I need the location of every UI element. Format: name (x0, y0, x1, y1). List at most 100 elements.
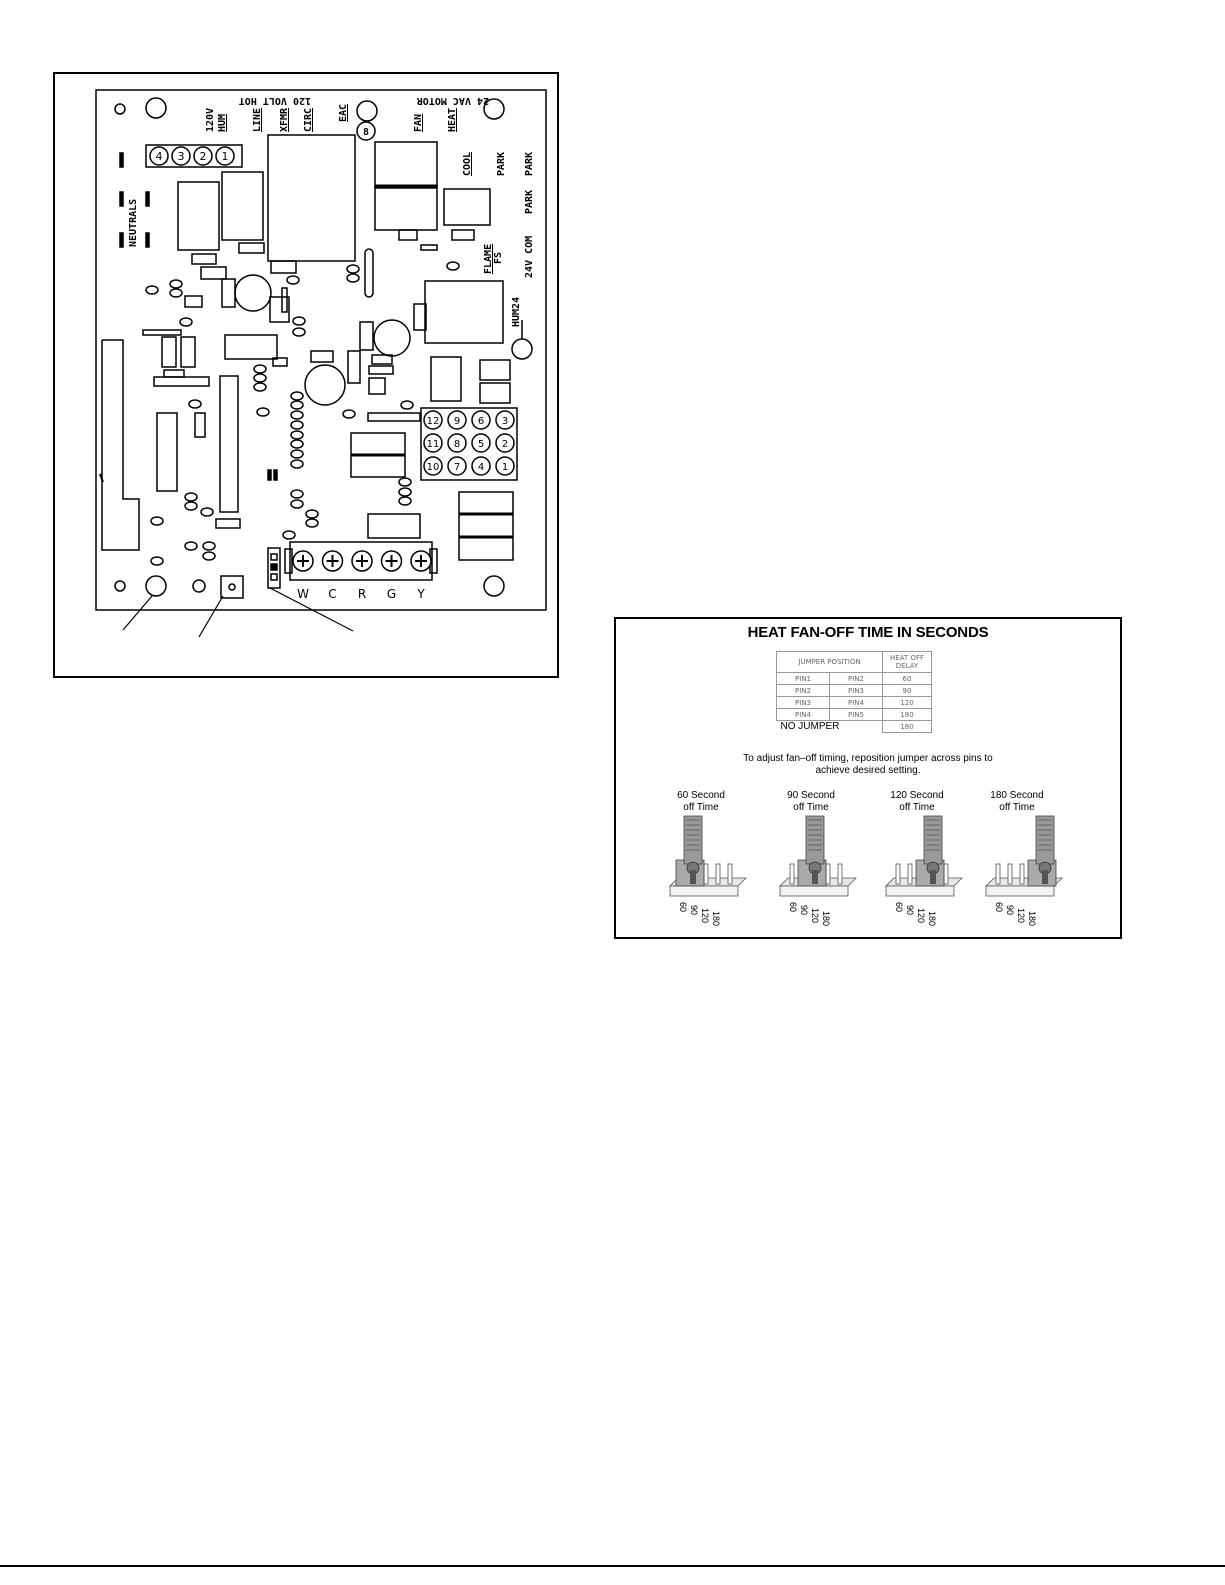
header-pin (789, 863, 795, 885)
plug-pin-number: 3 (178, 150, 185, 163)
plug-pin-number: 4 (478, 462, 484, 473)
jumper-instructions: To adjust fan–off timing, reposition jum… (616, 753, 1120, 777)
mounting-hole (483, 575, 505, 597)
instructions-line-2: achieve desired setting. (815, 765, 921, 776)
mounting-hole (114, 103, 126, 115)
plug-pin (447, 410, 467, 430)
transformer (267, 134, 356, 262)
terminal-screws (292, 550, 432, 572)
jumper-header (267, 547, 281, 589)
plug-pin (495, 456, 515, 476)
instructions-line-1: To adjust fan–off timing, reposition jum… (743, 753, 993, 764)
plug-pin (423, 433, 443, 453)
option-label-line-1: 60 Second (677, 790, 725, 801)
header-heat-off-delay: HEAT OFF DELAY (882, 651, 932, 673)
thermostat-terminal-letter: Y (416, 587, 425, 601)
option-label-line-2: off Time (683, 802, 719, 813)
relay (374, 185, 438, 231)
table-cell: PIN1 (776, 672, 830, 685)
table-header-row: JUMPER POSITION HEAT OFF DELAY (776, 651, 932, 673)
table-cell: 120 (882, 696, 932, 709)
option-label-line-1: 120 Second (890, 790, 944, 801)
table-row: PIN2 PIN3 90 (776, 684, 932, 697)
header-pin (907, 863, 913, 885)
header-pin (727, 863, 733, 885)
mounting-hole (356, 100, 378, 122)
heat-fan-off-panel: HEAT FAN-OFF TIME IN SECONDS JUMPER POSI… (614, 617, 1122, 939)
panel-title: HEAT FAN-OFF TIME IN SECONDS (747, 624, 989, 641)
option-label-line-1: 90 Second (787, 790, 835, 801)
label-line: LINE (252, 108, 263, 132)
thermostat-terminal-block (289, 541, 433, 581)
label-fs: FS (493, 252, 504, 264)
plug-pin-number: 1 (222, 150, 229, 163)
label-neutrals: NEUTRALS (128, 199, 139, 247)
table-cell: PIN5 (829, 708, 883, 721)
plug-pin (171, 146, 191, 166)
plug-pin (471, 410, 491, 430)
plug-pin-number: 10 (427, 462, 440, 473)
plug-pin-number: 12 (427, 416, 440, 427)
pin-label: 60 (678, 902, 688, 912)
mounting-hole (145, 97, 167, 119)
mounting-hole (192, 579, 206, 593)
plug-pin (215, 146, 235, 166)
mounting-hole (114, 580, 126, 592)
header-pin (995, 863, 1001, 885)
header-pin (825, 863, 831, 885)
pin-label: 90 (905, 905, 915, 915)
relay (221, 171, 264, 241)
table-cell: PIN4 (829, 696, 883, 709)
label-fan: FAN (413, 114, 424, 132)
mounting-hole (145, 575, 167, 597)
plug-pin (471, 433, 491, 453)
plug-pin (447, 456, 467, 476)
label-xfmr: XFMR (279, 107, 290, 132)
capacitor (304, 364, 346, 406)
relay (458, 491, 514, 561)
plug-pin-number: 4 (156, 150, 163, 163)
label-120v: 120V (205, 108, 216, 132)
table-row: PIN4 PIN5 180 (776, 708, 932, 721)
label-hum: HUM (217, 114, 228, 132)
pin-label: 120 (1016, 908, 1026, 923)
table-cell: 180 (882, 708, 932, 721)
header-pin (837, 863, 843, 885)
pin-label: 60 (994, 902, 1004, 912)
thermostat-terminal-letter: C (328, 587, 336, 601)
table-row-no-jumper: NO JUMPER 180 (777, 720, 932, 733)
plug-pin (423, 456, 443, 476)
test-point (511, 338, 533, 360)
relay-large (424, 280, 504, 344)
label-park-1: PARK (496, 152, 507, 176)
option-label-line-2: off Time (899, 802, 935, 813)
table-cell: 60 (882, 672, 932, 685)
label-circ: CIRC (303, 108, 314, 132)
relay (177, 181, 220, 251)
label-cool: COOL (462, 152, 473, 176)
plug-pin-number: 8 (454, 439, 460, 450)
header-24vac-motor: 24 VAC MOTOR (416, 95, 489, 106)
plug-pin-number: 11 (427, 439, 440, 450)
plug-pin (495, 410, 515, 430)
header-pin (1019, 863, 1025, 885)
thermostat-terminal-letter: G (387, 587, 396, 601)
label-eac: EAC (338, 104, 349, 122)
capacitor (373, 319, 411, 357)
plug-pin-number: 5 (478, 439, 484, 450)
circuit-board-outline (95, 89, 547, 611)
plug-pin (447, 433, 467, 453)
ic-chip (219, 375, 239, 513)
